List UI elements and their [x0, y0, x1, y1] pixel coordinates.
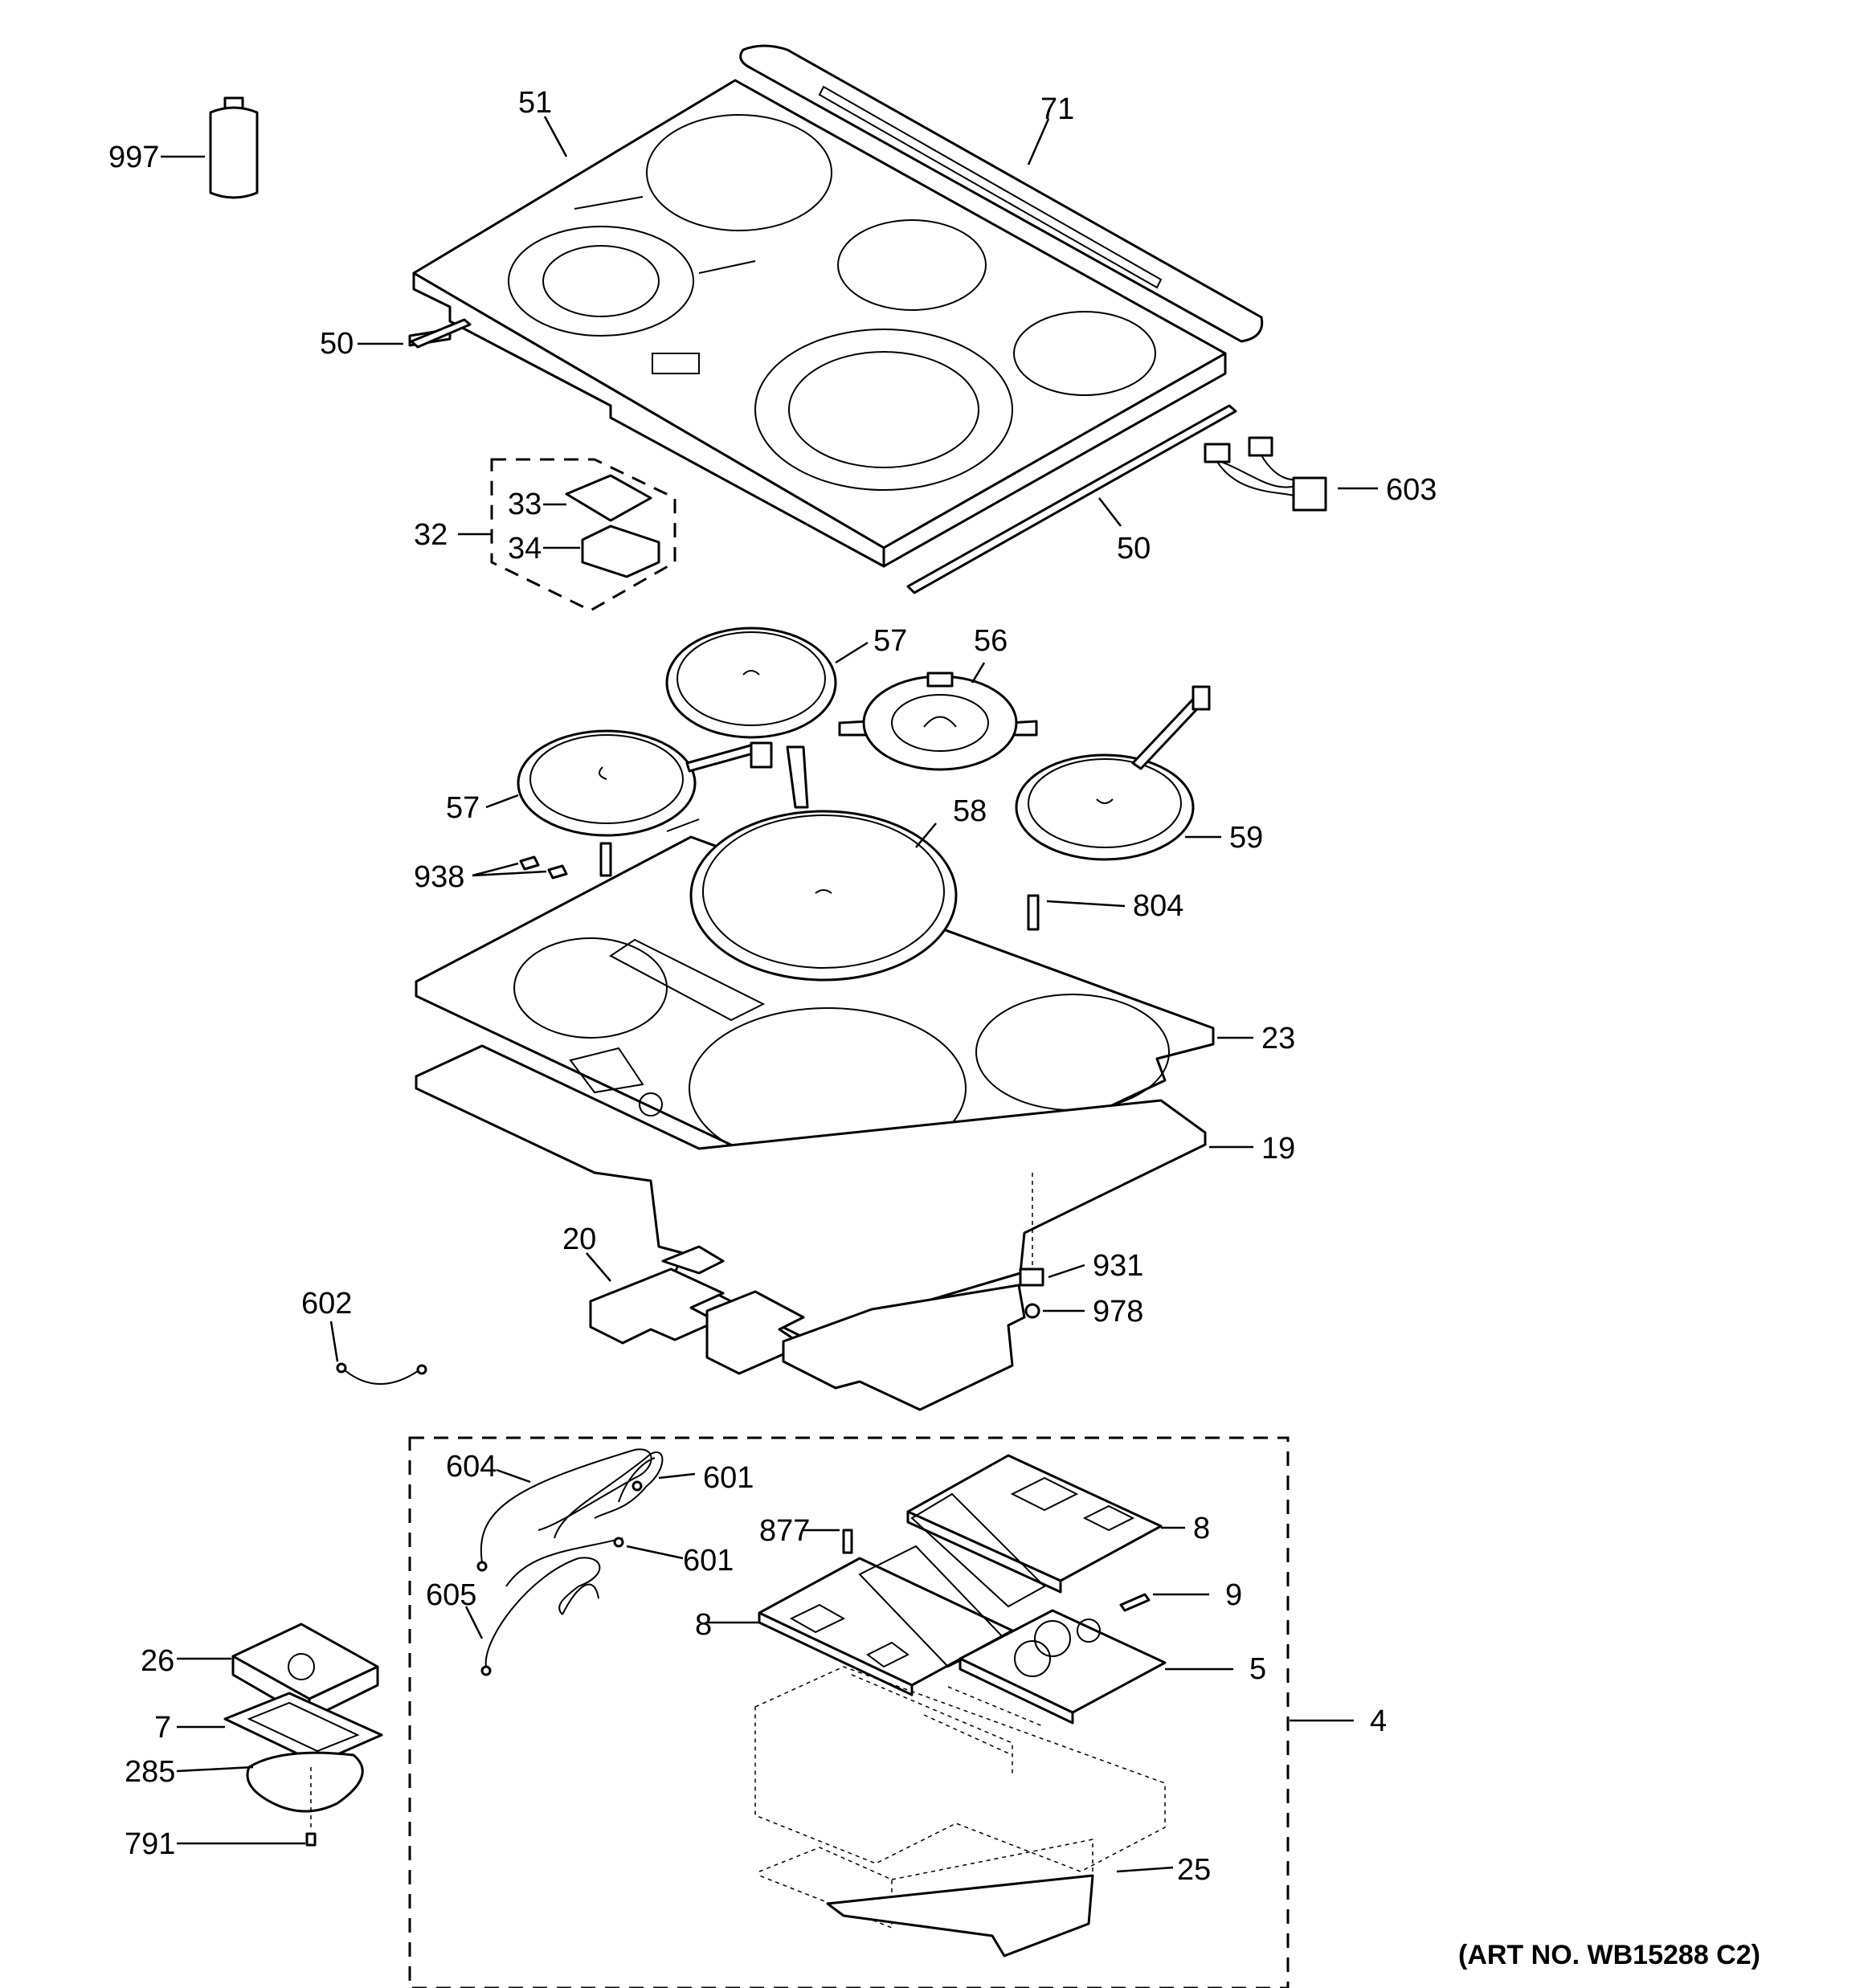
callout-9: 9: [1225, 1578, 1242, 1612]
callout-5: 5: [1249, 1652, 1266, 1686]
callout-938: 938: [414, 860, 464, 894]
part-9-spacer: [1119, 1593, 1151, 1612]
callout-32: 32: [414, 518, 448, 552]
part-978-washer: [1024, 1303, 1040, 1319]
callout-labels: 997 51 71 50 50 603 33 32 34 57 56 57 58…: [108, 86, 1760, 1970]
part-51-glass-cooktop: [408, 79, 1227, 568]
part-5-power-board: [959, 1609, 1167, 1725]
part-32-control-kit: [490, 458, 676, 612]
callout-604: 604: [446, 1450, 497, 1484]
part-56-radiant-element-dual: [838, 672, 1038, 771]
callout-20: 20: [562, 1223, 596, 1256]
callout-58: 58: [953, 794, 987, 828]
callout-603: 603: [1386, 473, 1437, 507]
part-931-nut: [1019, 1268, 1044, 1287]
callout-19: 19: [1261, 1132, 1295, 1165]
callout-8-upper: 8: [1193, 1512, 1210, 1545]
callout-25: 25: [1177, 1853, 1211, 1887]
part-7-gasket: [223, 1692, 383, 1765]
part-997-cleaner-bottle: [209, 96, 259, 199]
callout-978: 978: [1093, 1295, 1143, 1329]
art-number: (ART NO. WB15288 C2): [1458, 1940, 1760, 1970]
part-938-clips: [519, 855, 568, 880]
callout-51: 51: [518, 86, 552, 120]
callout-56: 56: [974, 624, 1008, 658]
part-25-housing-cover: [826, 1874, 1094, 1957]
part-791-screw: [305, 1832, 317, 1847]
callout-602: 602: [301, 1287, 352, 1321]
wire-leads-604-601-605: [476, 1448, 664, 1676]
screw-left: [599, 842, 612, 877]
part-58-dual-radiant-element: [666, 810, 958, 982]
callout-50-left: 50: [320, 327, 354, 361]
part-285-ring: [246, 1751, 364, 1813]
leader-lines: [161, 116, 1378, 1873]
callout-23: 23: [1261, 1022, 1295, 1055]
part-602-ground-wire: [336, 1362, 427, 1385]
callout-285: 285: [125, 1755, 175, 1789]
callout-791: 791: [125, 1827, 175, 1861]
part-59-radiant-element: [1015, 685, 1211, 861]
callout-8-lower: 8: [695, 1608, 712, 1642]
part-50-left-trim: [410, 318, 472, 349]
part-50-front-trim: [906, 404, 1237, 594]
part-57-radiant-element-upper: [665, 627, 837, 739]
callout-57-upper: 57: [873, 624, 907, 658]
callout-605: 605: [426, 1578, 476, 1612]
part-71-rear-trim: [739, 44, 1264, 343]
callout-931: 931: [1093, 1249, 1143, 1283]
callout-71: 71: [1040, 92, 1074, 126]
callout-50-front: 50: [1117, 532, 1151, 565]
callout-34: 34: [508, 532, 542, 565]
part-877-screw: [842, 1529, 853, 1554]
callout-4: 4: [1370, 1704, 1387, 1738]
part-20-insulation-pads: [589, 1245, 1026, 1411]
callout-804: 804: [1133, 889, 1183, 923]
part-57-radiant-element-lower: [517, 729, 809, 837]
part-603-wire-harness: [1204, 436, 1327, 512]
callout-59: 59: [1229, 821, 1263, 855]
part-8-upper-control-board: [906, 1454, 1163, 1608]
control-housing-outline: [754, 1666, 1166, 1929]
part-804-screw: [1027, 894, 1040, 931]
callout-33: 33: [508, 488, 542, 521]
callout-997: 997: [108, 141, 159, 174]
callout-601-upper: 601: [703, 1461, 754, 1495]
callout-26: 26: [141, 1644, 174, 1678]
part-4-control-assembly-box: [408, 1436, 1290, 1988]
callout-57-lower: 57: [446, 791, 480, 825]
callout-877: 877: [759, 1514, 810, 1548]
callout-7: 7: [154, 1711, 171, 1745]
callout-601-lower: 601: [683, 1544, 734, 1578]
